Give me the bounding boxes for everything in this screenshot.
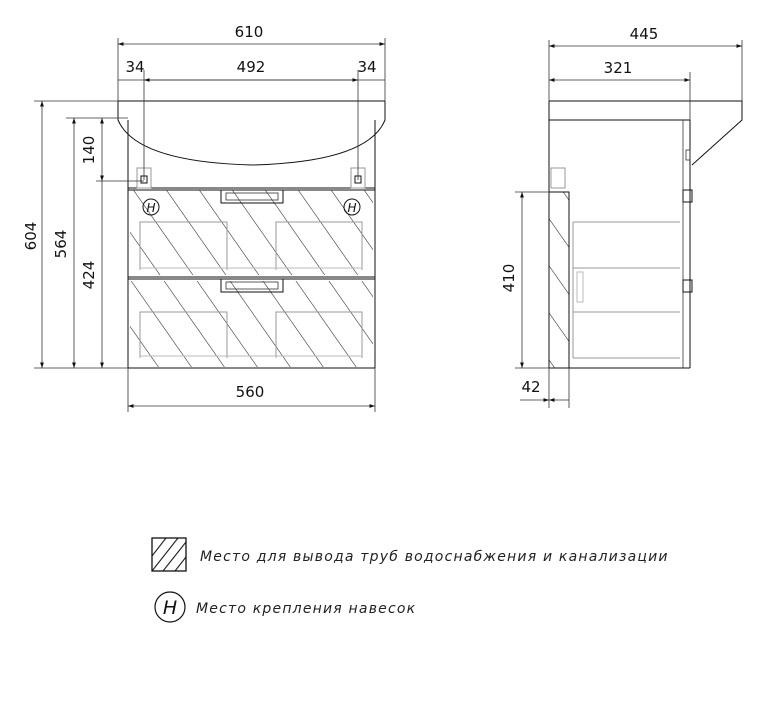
- dim-basin-height-label: 140: [80, 136, 98, 165]
- hanger-marker-right: H: [343, 198, 361, 216]
- dim-drawers-height-label: 424: [80, 261, 98, 290]
- dim-zone-depth-label: 42: [521, 378, 540, 396]
- drawer-inner-lines: [139, 221, 363, 358]
- dim-body-depth: 321: [549, 59, 691, 120]
- hatch-box-icon: [151, 537, 187, 572]
- dim-total-width-label: 610: [235, 23, 264, 41]
- circle-h-icon-label: H: [163, 597, 177, 619]
- dim-body-depth-label: 321: [604, 59, 633, 77]
- side-bracket: [550, 167, 566, 189]
- side-cabinet-body: [548, 120, 693, 369]
- legend-item-pipes: Место для вывода труб водоснабжения и ка…: [151, 537, 669, 572]
- dim-total-depth-label: 445: [630, 25, 659, 43]
- dim-left-offset-label: 34: [125, 58, 144, 76]
- legend: Место для вывода труб водоснабжения и ка…: [151, 537, 669, 623]
- side-pipe-zone: [548, 191, 570, 369]
- dim-zone-depth: 42: [520, 368, 570, 408]
- dim-total-width: 610: [117, 23, 386, 101]
- dim-zone-height-label: 410: [500, 264, 518, 293]
- pipe-zone-top: [130, 190, 373, 275]
- side-drawer-lines: [572, 221, 680, 359]
- dim-body-height: 564: [52, 117, 128, 368]
- dim-basin-drawers: 140 424: [80, 118, 144, 368]
- front-view: H H 610 34 492 34 604: [22, 23, 386, 412]
- side-view: 445 321 410 42: [500, 25, 743, 408]
- dim-hole-positions: 34 492 34: [118, 58, 385, 180]
- dim-right-offset-label: 34: [357, 58, 376, 76]
- drawer-handle-top: [220, 189, 284, 204]
- hanger-marker-left: H: [142, 198, 160, 216]
- pipe-zone-bottom: [130, 281, 373, 367]
- basin: [117, 100, 386, 166]
- legend-pipes-text: Место для вывода труб водоснабжения и ка…: [200, 549, 669, 565]
- dim-total-height: 604: [22, 100, 128, 369]
- legend-item-hangers: H Место крепления навесок: [154, 591, 416, 623]
- dim-total-depth: 445: [548, 25, 743, 101]
- hanger-marker-left-label: H: [146, 201, 155, 215]
- drawer-handle-bottom: [220, 278, 284, 293]
- hanger-marker-right-label: H: [347, 201, 356, 215]
- dim-body-width: 560: [127, 368, 376, 412]
- circle-h-icon: H: [154, 591, 186, 623]
- dim-total-height-label: 604: [22, 222, 40, 251]
- dim-body-width-label: 560: [236, 383, 265, 401]
- dim-hole-span-label: 492: [237, 58, 266, 76]
- dim-body-height-label: 564: [52, 230, 70, 259]
- dim-zone-height: 410: [500, 191, 549, 369]
- legend-hangers-text: Место крепления навесок: [196, 601, 416, 617]
- side-countertop: [548, 100, 743, 166]
